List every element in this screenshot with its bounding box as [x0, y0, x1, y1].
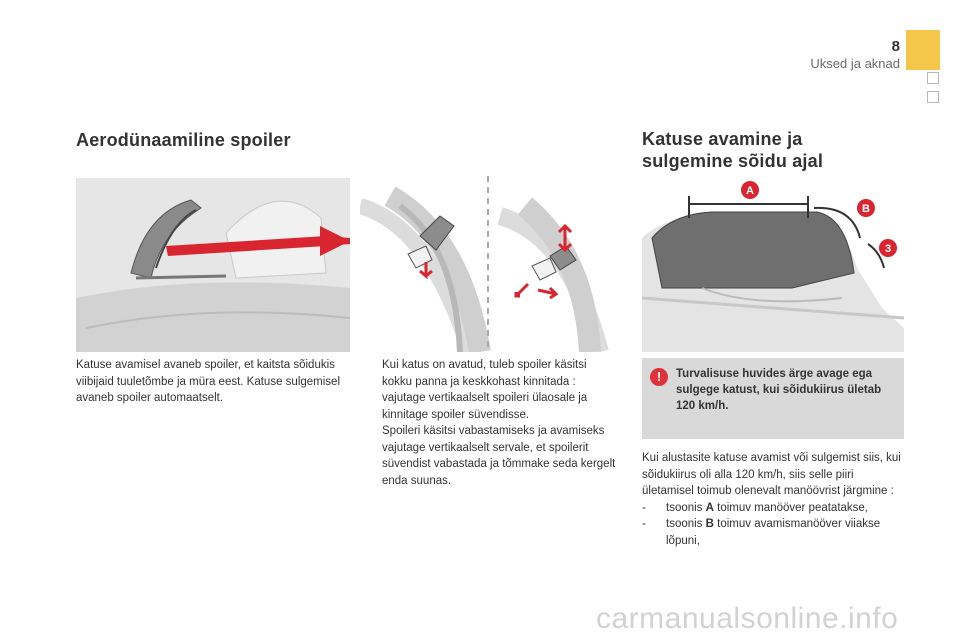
- zone-letter: A: [705, 501, 714, 514]
- spoiler-description: Katuse avamisel avaneb spoiler, et kaits…: [76, 359, 340, 404]
- section-title: Uksed ja aknad: [810, 56, 900, 71]
- zone-label-a: A: [746, 185, 754, 197]
- page-number-tab: [906, 30, 940, 70]
- item-suffix: toimuv avamismanööver viiakse lõpuni,: [666, 518, 881, 547]
- heading-line: sulgemine sõidu ajal: [642, 151, 824, 171]
- heading-spoiler: Aerodünaamiline spoiler: [76, 130, 291, 150]
- warning-text: Turvalisuse huvides ärge avage ega sulge…: [676, 368, 882, 412]
- zone-label-c: 3: [885, 243, 891, 255]
- warning-box: [642, 358, 904, 439]
- instruction-text: Spoileri käsitsi vabastamiseks ja avamis…: [382, 425, 616, 487]
- spoiler-illustration: [76, 178, 350, 352]
- roof-operation-text: Kui alustasite katuse avamist või sulgem…: [642, 450, 907, 549]
- spoiler-instructions: Kui katus on avatud, tuleb spoiler käsit…: [362, 357, 617, 489]
- page-number: 8: [891, 38, 900, 55]
- chapter-square-2: [927, 91, 939, 103]
- warning-icon: !: [650, 368, 668, 386]
- item-prefix: tsoonis: [666, 501, 706, 514]
- list-item: - tsoonis B toimuv avamismanööver viiaks…: [642, 516, 907, 549]
- roof-zones-illustration: A B 3: [642, 178, 904, 352]
- instruction-item: Spoileri käsitsi vabastamiseks ja avamis…: [362, 423, 617, 489]
- heading-roof-operation: Katuse avamine ja sulgemine sõidu ajal: [642, 128, 902, 172]
- spoiler-fold-illustration: [360, 176, 616, 352]
- instruction-item: Kui katus on avatud, tuleb spoiler käsit…: [362, 357, 617, 423]
- chapter-square-1: [927, 72, 939, 84]
- dash-marker: -: [642, 518, 646, 530]
- dash-marker: -: [642, 501, 646, 514]
- list-item: - tsoonis A toimuv manööver peatatakse,: [642, 500, 907, 517]
- item-suffix: toimuv manööver peatatakse,: [713, 501, 869, 514]
- instruction-text: Kui katus on avatud, tuleb spoiler käsit…: [382, 359, 588, 421]
- zone-letter: B: [705, 518, 714, 530]
- zone-label-b: B: [862, 203, 870, 215]
- heading-line: Katuse avamine ja: [642, 129, 803, 149]
- watermark: carmanualsonline.info: [596, 602, 899, 635]
- roof-intro: Kui alustasite katuse avamist või sulgem…: [642, 452, 901, 497]
- item-prefix: tsoonis: [666, 518, 706, 530]
